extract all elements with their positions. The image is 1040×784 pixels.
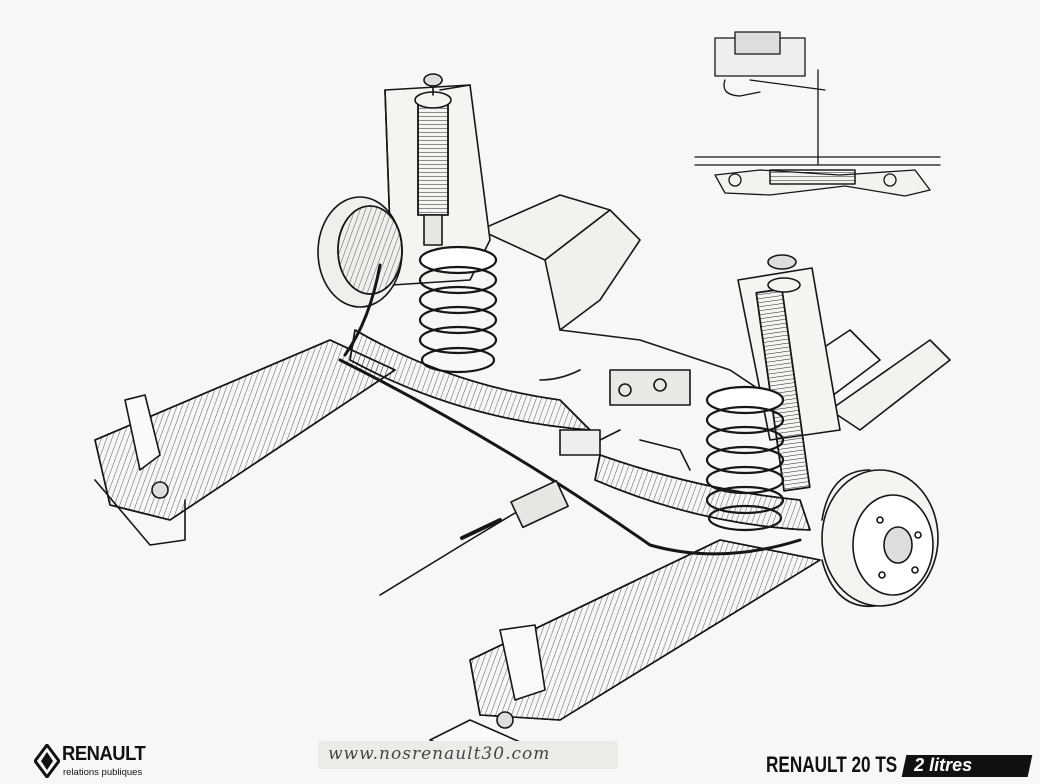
handbrake-cable [379, 480, 569, 596]
renault-diamond-icon [34, 744, 60, 778]
right-lower-arm [594, 454, 811, 531]
inset-detail [694, 31, 941, 197]
website-watermark: www.nosrenault30.com [318, 741, 618, 769]
left-trailing-arm [94, 339, 396, 546]
engine-badge: 2 litres [901, 755, 1033, 777]
brand-subtitle: relations publiques [63, 767, 143, 778]
right-coil-spring [705, 385, 785, 532]
left-lower-arm [349, 329, 591, 431]
brand-name: RENAULT [62, 743, 146, 765]
left-brake-drum [317, 196, 403, 308]
model-name: RENAULT 20 TS [766, 752, 898, 777]
body-shell [479, 194, 951, 431]
anti-roll-bar [338, 263, 802, 556]
watermark-text: www.nosrenault30.com [328, 744, 551, 764]
right-trailing-arm [429, 539, 821, 761]
brand-block: RENAULT relations publiques [34, 742, 164, 780]
left-damper [414, 73, 452, 246]
right-brake-drum [821, 469, 939, 608]
left-coil-spring [418, 245, 498, 374]
engine-badge-label: 2 litres [914, 755, 973, 775]
brake-compensator [539, 369, 691, 471]
